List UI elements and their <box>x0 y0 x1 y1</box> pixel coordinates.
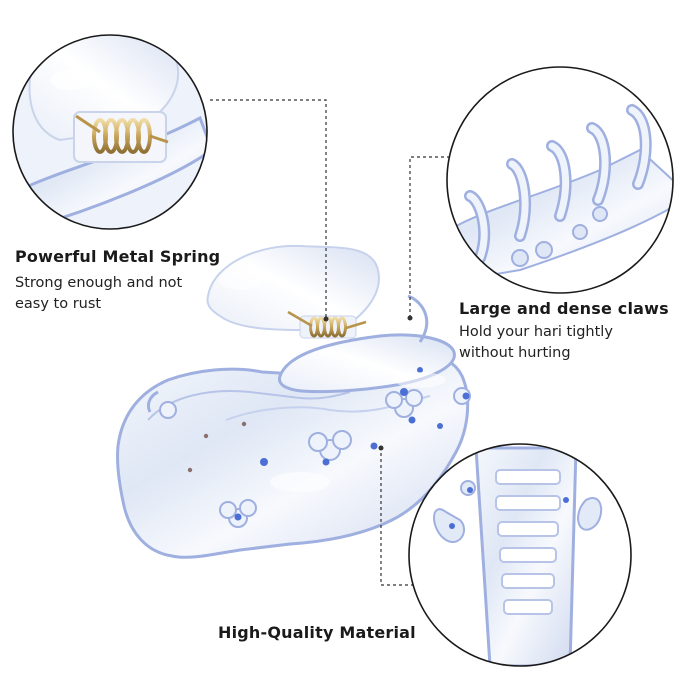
claws-callout-description: Hold your hari tightly without hurting <box>459 324 613 361</box>
hair-claw-clip <box>116 244 471 559</box>
flower-decorations <box>159 387 471 528</box>
claws-detail-circle <box>446 66 674 294</box>
spring-coil <box>287 310 367 339</box>
rhinestones <box>187 367 470 521</box>
spring-callout-description: Strong enough and not easy to rust <box>15 275 183 312</box>
material-callout-title: High-Quality Material <box>218 623 416 642</box>
spring-callout-title: Powerful Metal Spring <box>15 247 221 266</box>
connector-lines <box>210 99 450 586</box>
claws-callout-title: Large and dense claws <box>459 299 669 318</box>
material-detail-circle <box>408 443 632 667</box>
spring-detail-circle <box>12 34 208 230</box>
